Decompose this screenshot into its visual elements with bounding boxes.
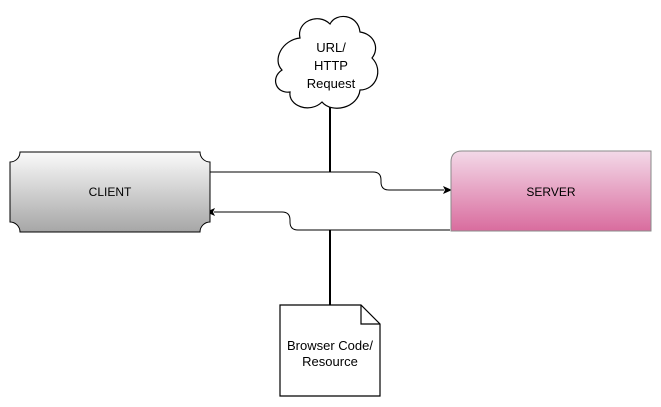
- client-node: CLIENT: [9, 151, 211, 233]
- resource-document-node: Browser Code/ Resource: [279, 304, 381, 397]
- edge-server-to-client: [214, 211, 450, 231]
- cloud-shape: [274, 15, 379, 109]
- request-cloud-node: URL/ HTTP Request: [274, 15, 379, 109]
- arrowhead-to-server: [443, 186, 452, 194]
- request-label-line-2: HTTP: [314, 58, 348, 73]
- document-fold: [360, 305, 380, 325]
- resource-label-line-2: Resource: [302, 354, 358, 369]
- server-shape: [450, 150, 652, 232]
- document-shape: [279, 304, 381, 397]
- server-node: SERVER: [450, 150, 652, 232]
- request-label-line-1: URL/: [316, 40, 346, 55]
- client-shape: [9, 151, 211, 233]
- client-label: CLIENT: [89, 185, 132, 199]
- server-label: SERVER: [526, 185, 575, 199]
- request-label-line-3: Request: [307, 76, 356, 91]
- resource-label-line-1: Browser Code/: [287, 338, 373, 353]
- edge-client-to-server: [208, 171, 444, 191]
